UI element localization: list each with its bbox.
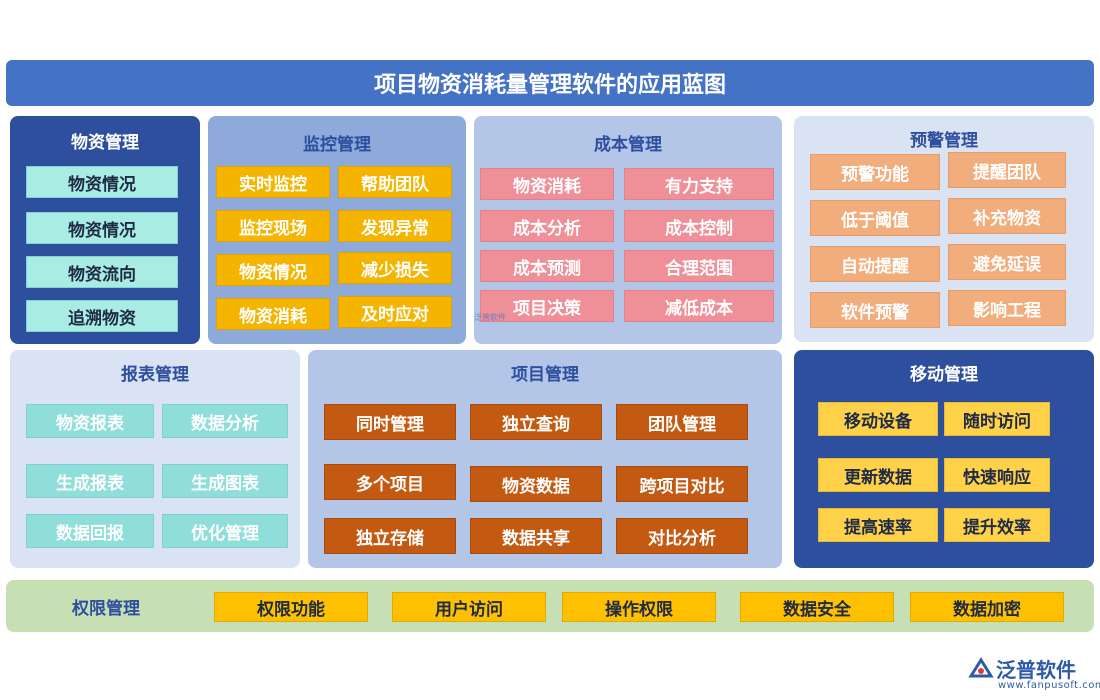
- permission-item: 用户访问: [392, 592, 546, 622]
- panel-monitor-title: 监控管理: [303, 135, 371, 155]
- panel-mobile-title: 移动管理: [910, 365, 978, 385]
- report-item: 数据分析: [162, 404, 288, 438]
- warning-item: 补充物资: [948, 198, 1066, 234]
- mobile-item: 更新数据: [818, 458, 938, 492]
- project-item: 团队管理: [616, 404, 748, 440]
- project-item: 物资数据: [470, 466, 602, 502]
- cost-item: 成本预测: [480, 250, 614, 282]
- panel-material: 物资管理 物资情况 物资情况 物资流向 追溯物资: [10, 116, 200, 344]
- project-item: 跨项目对比: [616, 466, 748, 502]
- warning-item: 预警功能: [810, 154, 940, 190]
- monitor-item: 物资情况: [216, 254, 330, 286]
- cost-item: 成本分析: [480, 210, 614, 242]
- warning-item: 软件预警: [810, 292, 940, 328]
- material-item: 物资情况: [26, 166, 178, 198]
- warning-item: 自动提醒: [810, 246, 940, 282]
- brand-logo: 泛普软件 www.fanpusoft.com: [968, 652, 1100, 696]
- project-item: 独立查询: [470, 404, 602, 440]
- material-item: 物资情况: [26, 212, 178, 244]
- monitor-item: 及时应对: [338, 296, 452, 328]
- page-title: 项目物资消耗量管理软件的应用蓝图: [6, 60, 1094, 106]
- permission-item: 数据安全: [740, 592, 894, 622]
- project-item: 独立存储: [324, 518, 456, 554]
- monitor-item: 物资消耗: [216, 298, 330, 330]
- panel-permission-title: 权限管理: [72, 598, 140, 619]
- mobile-item: 提升效率: [944, 508, 1050, 542]
- report-item: 生成图表: [162, 464, 288, 498]
- panel-project: 项目管理 同时管理 独立查询 团队管理 多个项目 物资数据 跨项目对比 独立存储…: [308, 350, 782, 568]
- mobile-item: 快速响应: [944, 458, 1050, 492]
- logo-name: 泛普软件: [996, 658, 1076, 682]
- permission-item: 数据加密: [910, 592, 1064, 622]
- material-item: 物资流向: [26, 256, 178, 288]
- cost-item: 合理范围: [624, 250, 774, 282]
- warning-item: 影响工程: [948, 290, 1066, 326]
- panel-warning: 预警管理 预警功能 提醒团队 低于阈值 补充物资 自动提醒 避免延误 软件预警 …: [794, 116, 1094, 342]
- report-item: 数据回报: [26, 514, 154, 548]
- mobile-item: 随时访问: [944, 402, 1050, 436]
- monitor-item: 监控现场: [216, 210, 330, 242]
- cost-item: 成本控制: [624, 210, 774, 242]
- logo-icon: [968, 657, 994, 678]
- panel-permission: 权限管理 权限功能 用户访问 操作权限 数据安全 数据加密: [6, 580, 1094, 632]
- warning-item: 提醒团队: [948, 152, 1066, 188]
- warning-item: 避免延误: [948, 244, 1066, 280]
- panel-warning-title: 预警管理: [910, 131, 978, 151]
- warning-item: 低于阈值: [810, 200, 940, 236]
- cost-item: 项目决策: [480, 290, 614, 322]
- project-item: 多个项目: [324, 464, 456, 500]
- cost-item: 有力支持: [624, 168, 774, 200]
- project-item: 同时管理: [324, 404, 456, 440]
- panel-cost: 成本管理 物资消耗 有力支持 成本分析 成本控制 成本预测 合理范围 项目决策 …: [474, 116, 782, 344]
- material-item: 追溯物资: [26, 300, 178, 332]
- report-item: 物资报表: [26, 404, 154, 438]
- panel-material-title: 物资管理: [71, 133, 139, 153]
- panel-cost-title: 成本管理: [594, 135, 662, 155]
- mobile-item: 提高速率: [818, 508, 938, 542]
- monitor-item: 帮助团队: [338, 166, 452, 198]
- report-item: 优化管理: [162, 514, 288, 548]
- monitor-item: 减少损失: [338, 252, 452, 284]
- panel-report-title: 报表管理: [121, 365, 189, 385]
- permission-item: 操作权限: [562, 592, 716, 622]
- report-item: 生成报表: [26, 464, 154, 498]
- project-item: 数据共享: [470, 518, 602, 554]
- mobile-item: 移动设备: [818, 402, 938, 436]
- cost-item: 减低成本: [624, 290, 774, 322]
- panel-project-title: 项目管理: [511, 365, 579, 385]
- logo-url: www.fanpusoft.com: [998, 680, 1100, 691]
- cost-item: 物资消耗: [480, 168, 614, 200]
- panel-report: 报表管理 物资报表 数据分析 生成报表 生成图表 数据回报 优化管理: [10, 350, 300, 568]
- panel-mobile: 移动管理 移动设备 随时访问 更新数据 快速响应 提高速率 提升效率: [794, 350, 1094, 568]
- monitor-item: 发现异常: [338, 210, 452, 242]
- project-item: 对比分析: [616, 518, 748, 554]
- monitor-item: 实时监控: [216, 166, 330, 198]
- permission-item: 权限功能: [214, 592, 368, 622]
- panel-monitor: 监控管理 实时监控 帮助团队 监控现场 发现异常 物资情况 减少损失 物资消耗 …: [208, 116, 466, 344]
- watermark: 泛普软件: [474, 313, 506, 322]
